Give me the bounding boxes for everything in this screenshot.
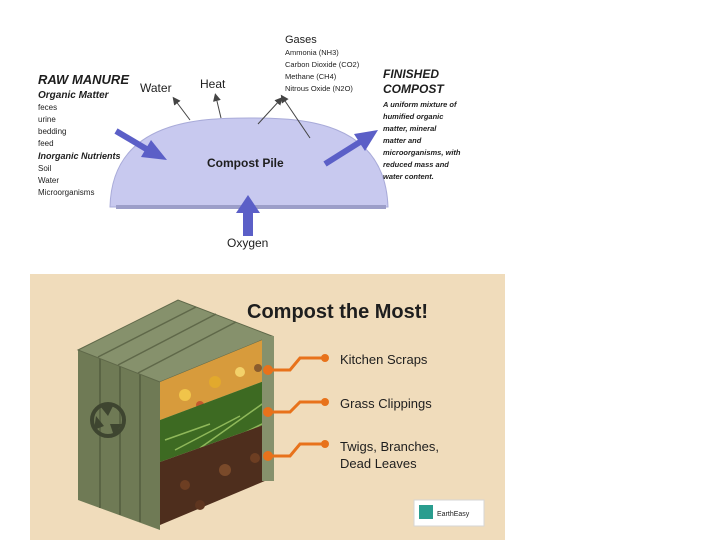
- gas-item: Methane (CH4): [285, 72, 337, 81]
- compost-process-diagram: Compost Pile RAW MANURE Organic Matter f…: [38, 34, 461, 250]
- raw-manure-title: RAW MANURE: [38, 72, 129, 87]
- organic-item: urine: [38, 115, 56, 124]
- layer-label: Grass Clippings: [340, 396, 432, 411]
- gas-item: Ammonia (NH3): [285, 48, 339, 57]
- heat-arrow: [216, 97, 221, 118]
- organic-item: feces: [38, 103, 57, 112]
- finished-compost-title: FINISHED: [383, 67, 439, 81]
- finished-description-line: A uniform mixture of: [382, 100, 458, 109]
- gas-item: Carbon Dioxide (CO2): [285, 60, 360, 69]
- layer-label: Dead Leaves: [340, 456, 417, 471]
- inorganic-item: Water: [38, 176, 59, 185]
- gases-title: Gases: [285, 34, 317, 46]
- finished-description-line: matter and: [383, 136, 422, 145]
- organic-item: bedding: [38, 127, 66, 136]
- finished-description-line: humified organic: [383, 112, 444, 121]
- inorganic-item: Soil: [38, 164, 52, 173]
- compost-pile-label: Compost Pile: [207, 156, 284, 170]
- compost-title: Compost the Most!: [247, 301, 428, 323]
- organic-item: feed: [38, 139, 54, 148]
- inorganic-nutrients-heading: Inorganic Nutrients: [38, 151, 121, 161]
- heat-label: Heat: [200, 77, 226, 91]
- finished-description-line: reduced mass and: [383, 160, 449, 169]
- finished-compost-title: COMPOST: [383, 82, 445, 96]
- finished-description-line: water content.: [383, 172, 434, 181]
- finished-description-line: microorganisms, with: [383, 148, 461, 157]
- badge-text: EarthEasy: [437, 511, 470, 518]
- oxygen-label: Oxygen: [227, 236, 268, 250]
- water-label: Water: [140, 81, 172, 95]
- water-arrow: [175, 100, 190, 120]
- gas-item: Nitrous Oxide (N2O): [285, 84, 353, 93]
- inorganic-item: Microorganisms: [38, 188, 94, 197]
- brand-badge: EarthEasy: [414, 500, 484, 526]
- finished-description-line: matter, mineral: [383, 124, 437, 133]
- organic-matter-heading: Organic Matter: [38, 90, 110, 101]
- compost-bin-illustration: Compost the Most! Kitchen Scraps Grass C…: [30, 274, 505, 540]
- layer-label: Twigs, Branches,: [340, 439, 439, 454]
- layer-label: Kitchen Scraps: [340, 352, 428, 367]
